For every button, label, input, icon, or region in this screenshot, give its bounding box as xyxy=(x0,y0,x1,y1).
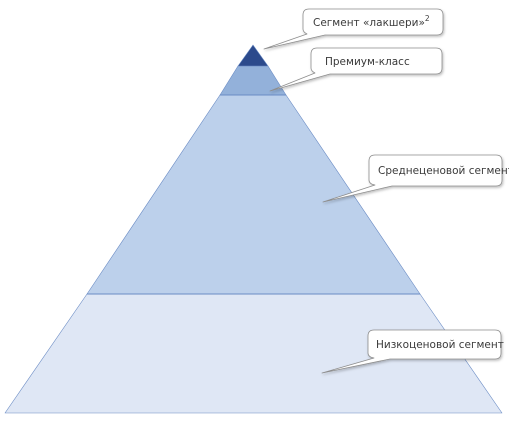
band-premium-segment xyxy=(219,65,287,96)
pyramid xyxy=(4,44,503,414)
callout-mid-bubble xyxy=(322,154,503,203)
callout-premium-bubble xyxy=(269,47,443,92)
callout-premium-text: Премиум-класс xyxy=(325,56,410,68)
callout-low-bubble xyxy=(321,329,502,374)
callout-luxury-bubble xyxy=(263,8,444,50)
callout-luxury: Сегмент «лакшери»2 xyxy=(263,8,444,50)
callout-low: Низкоценовой сегмент xyxy=(321,329,504,374)
callout-low-text: Низкоценовой сегмент xyxy=(376,339,504,351)
callout-mid-text: Среднеценовой сегмент xyxy=(378,165,509,177)
band-luxury-segment xyxy=(237,44,269,67)
callout-premium: Премиум-класс xyxy=(269,47,443,92)
band-mid-segment xyxy=(86,94,421,295)
footnote-superscript: 2 xyxy=(425,14,430,23)
callout-mid: Среднеценовой сегмент xyxy=(322,154,509,203)
callout-luxury-text: Сегмент «лакшери»2 xyxy=(313,14,430,29)
